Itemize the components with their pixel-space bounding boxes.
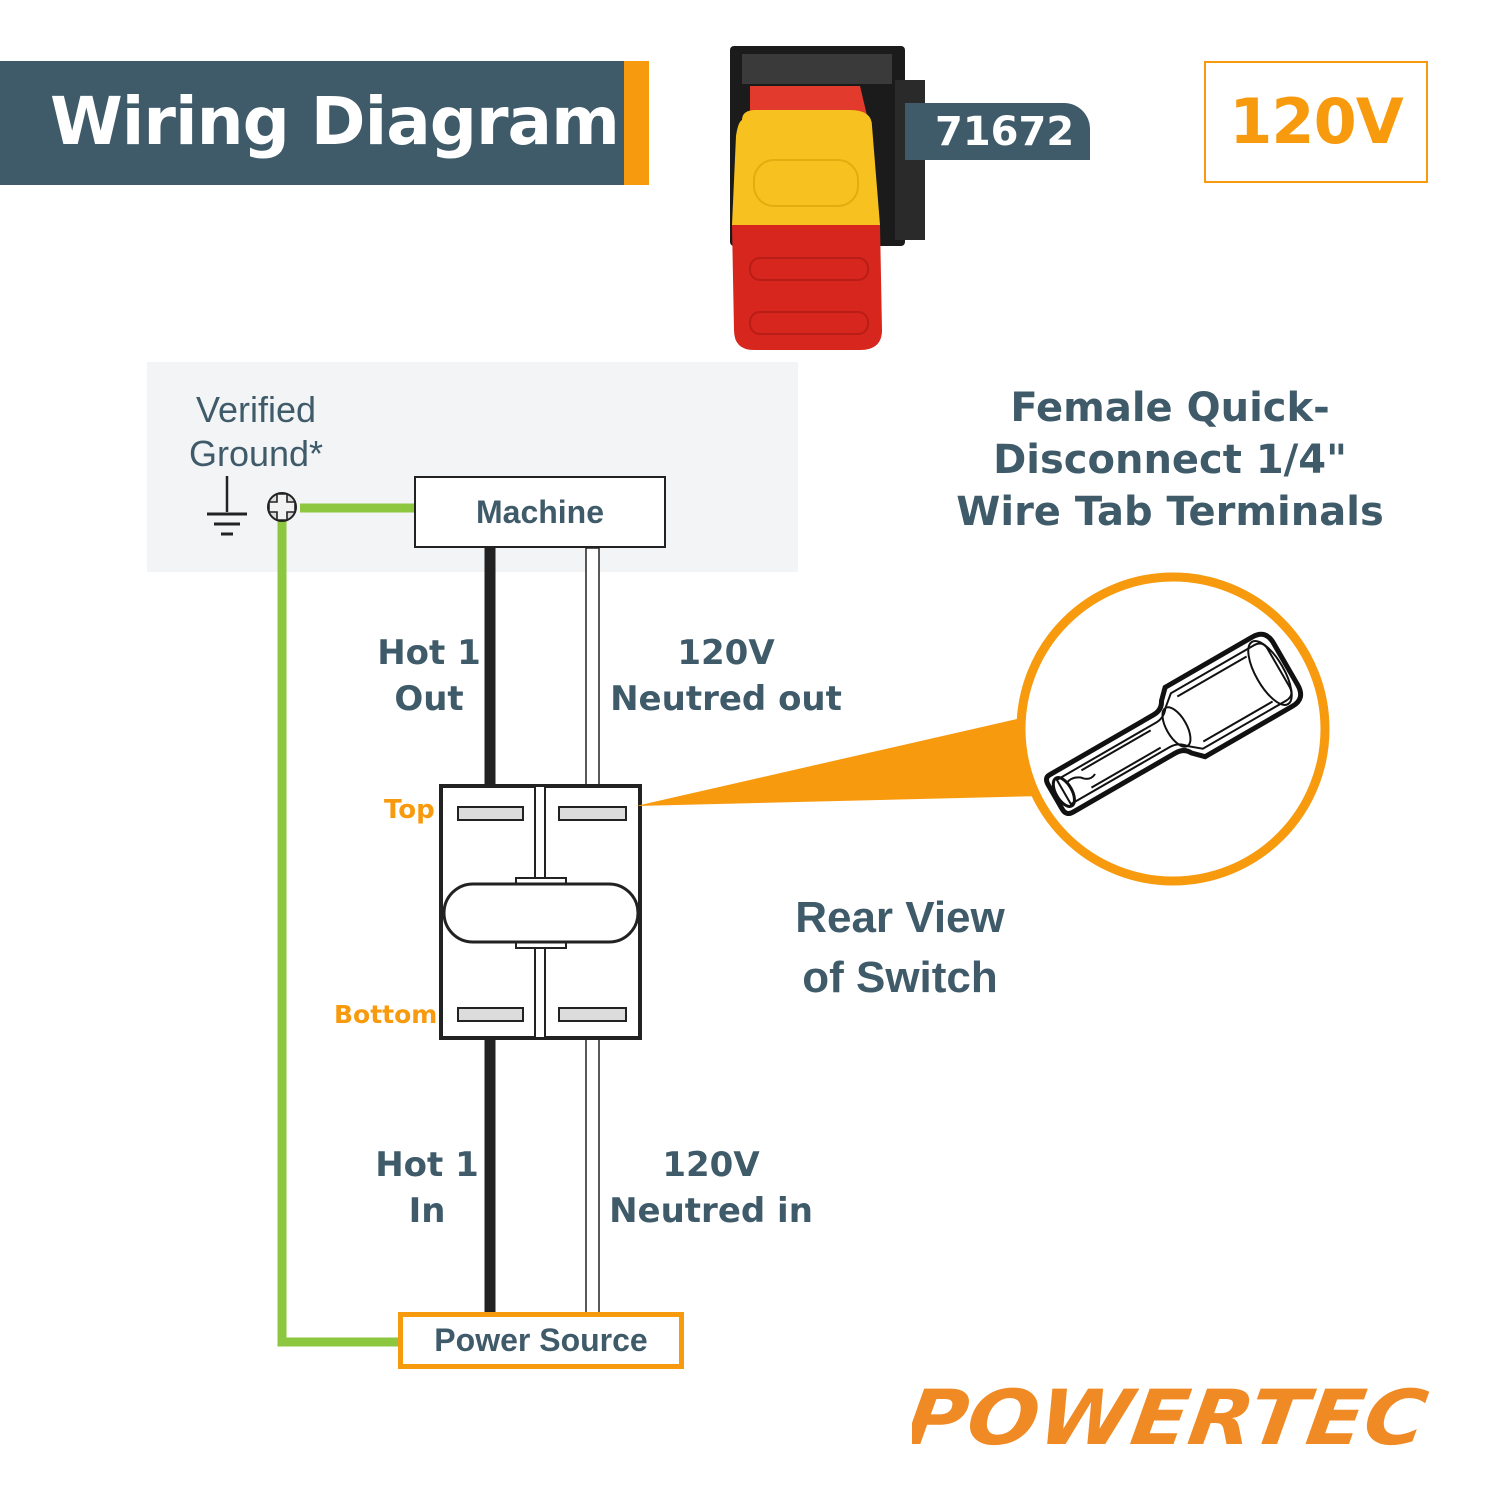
power-source-box: Power Source	[398, 1312, 684, 1369]
rear-view-caption-line1: Rear View	[795, 893, 1005, 942]
ground-label-line1: Verified	[195, 389, 317, 430]
title-banner	[0, 61, 624, 185]
neutral-out-wire	[585, 547, 600, 811]
neutral-in-label-line1: 120V	[662, 1145, 760, 1185]
ground-screw-icon	[267, 492, 297, 522]
neutral-out-label-line2: Neutred out	[610, 679, 842, 719]
model-number: 71672	[935, 109, 1075, 155]
quick-disconnect-terminal-icon	[1044, 631, 1304, 817]
voltage-value: 120V	[1229, 85, 1403, 158]
hot-in-label-line1: Hot 1	[375, 1145, 479, 1185]
ground-label: Verified Ground*	[168, 388, 344, 476]
callout-line2: Disconnect 1/4"	[993, 437, 1347, 483]
switch-yellow-on-button	[732, 110, 880, 225]
hot-out-label: Hot 1 Out	[364, 630, 494, 722]
terminal-callout-heading: Female Quick- Disconnect 1/4" Wire Tab T…	[950, 382, 1390, 538]
power-source-label: Power Source	[434, 1322, 648, 1358]
rear-view-caption-line2: of Switch	[802, 953, 998, 1002]
switch-red-off-paddle	[732, 225, 882, 350]
hot-out-label-line1: Hot 1	[377, 633, 481, 673]
ground-wire-to-power-source	[277, 520, 400, 1347]
rear-view-caption: Rear View of Switch	[760, 888, 1040, 1008]
callout-pointer	[636, 716, 1042, 806]
voltage-badge: 120V	[1204, 61, 1428, 183]
powertec-logo-mark: POWERTEC	[900, 1374, 1432, 1463]
switch-product-image	[730, 46, 925, 350]
switch-bezel	[742, 54, 892, 84]
hot-in-label-line2: In	[408, 1191, 446, 1231]
ground-label-line2: Ground*	[188, 433, 324, 474]
neutral-out-label: 120V Neutred out	[604, 630, 848, 722]
callout-line1: Female Quick-	[1010, 385, 1330, 431]
machine-box: Machine	[414, 476, 666, 548]
terminal-bottom-left	[457, 1007, 524, 1022]
rocker-actuator	[442, 882, 640, 944]
powertec-logo-text: POWERTEC	[912, 1378, 1432, 1458]
neutral-in-label: 120V Neutred in	[604, 1142, 818, 1234]
terminal-bottom-label: Bottom	[334, 1000, 438, 1029]
switch-red-rib	[749, 257, 869, 281]
switch-rear-view	[439, 784, 642, 1040]
neutral-in-label-line2: Neutred in	[609, 1191, 813, 1231]
title-accent-bar	[624, 61, 649, 185]
neutral-in-wire	[585, 1017, 600, 1315]
terminal-top-left	[457, 806, 524, 821]
switch-yellow-emboss	[753, 159, 859, 207]
powertec-logo: POWERTEC	[900, 1374, 1432, 1463]
page-title: Wiring Diagram	[50, 83, 620, 160]
terminal-top-right	[558, 806, 627, 821]
hot-out-label-line2: Out	[394, 679, 464, 719]
machine-label: Machine	[475, 493, 605, 530]
switch-red-rib	[749, 311, 869, 335]
earth-ground-icon	[207, 476, 247, 536]
callout-line3: Wire Tab Terminals	[956, 489, 1384, 535]
terminal-top-label: Top	[384, 795, 435, 825]
hot-in-label: Hot 1 In	[362, 1142, 492, 1234]
neutral-out-label-line1: 120V	[677, 633, 775, 673]
model-tag	[905, 103, 1090, 160]
terminal-bottom-right	[558, 1007, 627, 1022]
